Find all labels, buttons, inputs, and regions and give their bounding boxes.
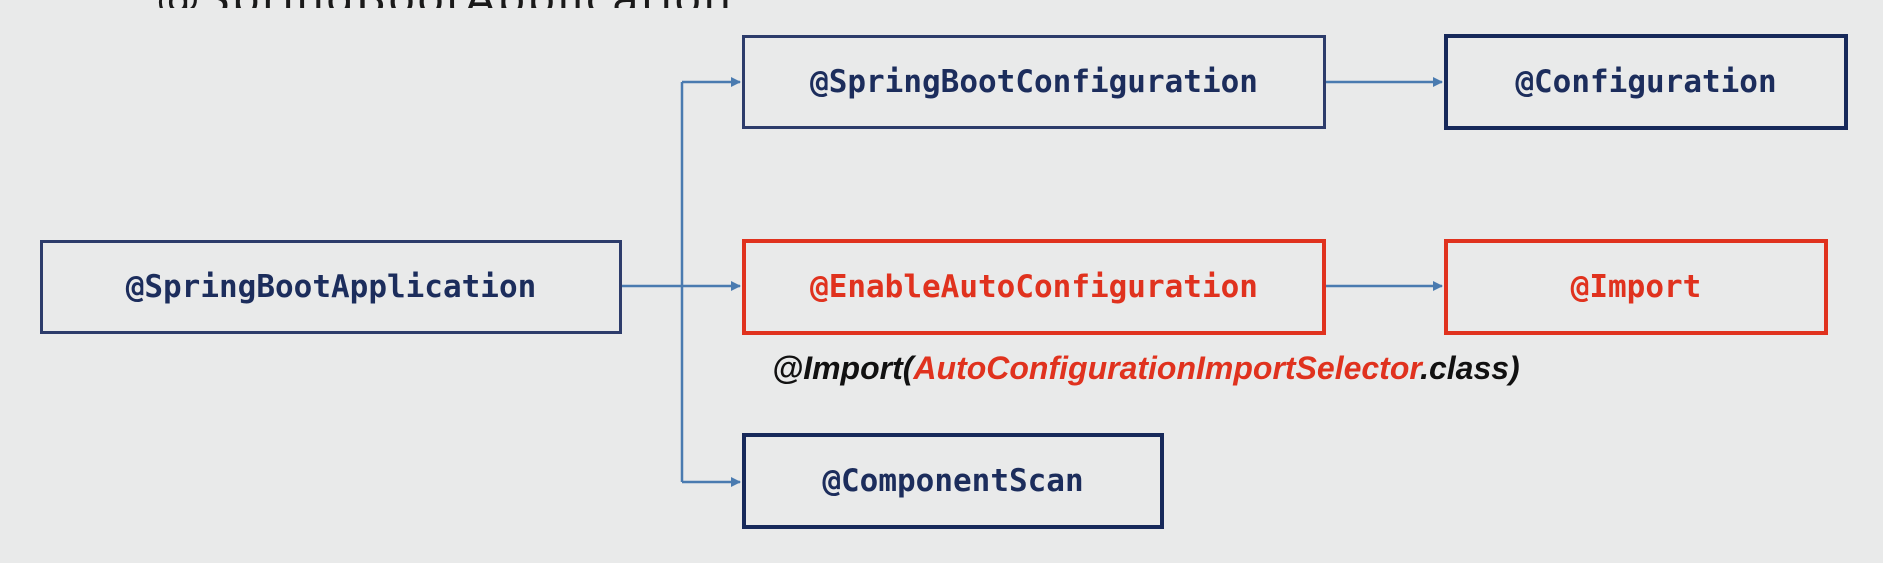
node-import: @Import: [1444, 239, 1828, 335]
node-label: @EnableAutoConfiguration: [810, 269, 1258, 305]
import-selector-note: @Import(AutoConfigurationImportSelector.…: [772, 350, 1520, 387]
node-spring-boot-application: @SpringBootApplication: [40, 240, 622, 334]
note-highlight: AutoConfigurationImportSelector: [913, 350, 1421, 386]
node-label: @Import: [1570, 269, 1702, 305]
slide-title-cut-off: …@SpringBootApplication…: [110, 0, 1170, 8]
note-suffix: .class): [1420, 350, 1520, 386]
node-spring-boot-configuration: @SpringBootConfiguration: [742, 35, 1326, 129]
node-enable-auto-configuration: @EnableAutoConfiguration: [742, 239, 1326, 335]
note-prefix: @Import(: [772, 350, 914, 386]
node-component-scan: @ComponentScan: [742, 433, 1164, 529]
node-label: @Configuration: [1515, 64, 1777, 100]
node-label: @ComponentScan: [822, 463, 1084, 499]
node-configuration: @Configuration: [1444, 34, 1848, 130]
node-label: @SpringBootConfiguration: [810, 64, 1258, 100]
node-label: @SpringBootApplication: [125, 269, 537, 305]
trunk-line: [622, 82, 684, 482]
